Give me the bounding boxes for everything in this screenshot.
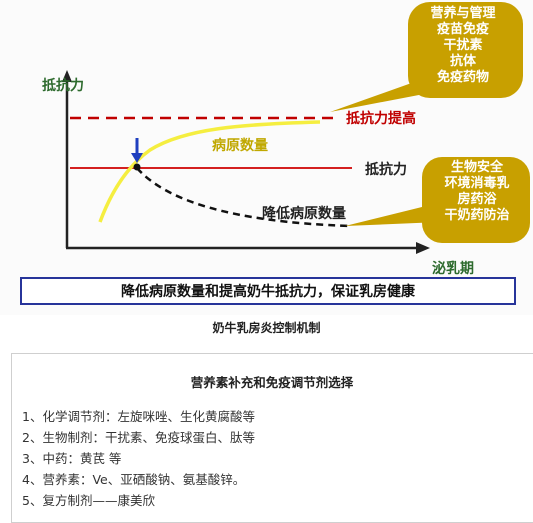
bubble-bottom-text: 生物安全环境消毒乳房药浴干奶药防治 — [422, 160, 532, 224]
raised-resistance-label: 抵抗力提高 — [346, 111, 416, 127]
list-item: 2、生物制剂：干扰素、免疫球蛋白、肽等 — [22, 430, 255, 445]
bubble-line: 免疫药物 — [436, 70, 489, 85]
mastitis-control-diagram: 营养与管理疫苗免疫干扰素抗体免疫药物 生物安全环境消毒乳房药浴干奶药防治 抵抗力… — [20, 2, 532, 305]
summary-banner: 降低病原数量和提高奶牛抵抗力，保证乳房健康 — [20, 277, 516, 305]
panel-title: 营养素补充和免疫调节剂选择 — [190, 375, 354, 390]
pathogen-curve — [98, 120, 321, 223]
y-axis-label: 抵抗力 — [42, 78, 84, 94]
list-item: 3、中药：黄芪 等 — [22, 451, 122, 466]
reduce-pathogen-label: 降低病原数量 — [262, 206, 346, 222]
list-item: 4、营养素：Ve、亚硒酸钠、氨基酸锌。 — [22, 472, 246, 487]
list-item: 5、复方制剂——康美欣 — [22, 493, 155, 508]
pathogen-count-label: 病原数量 — [212, 138, 268, 154]
bubble-bottom-shape — [345, 157, 530, 243]
reduced-pathogen-curve — [136, 167, 351, 228]
intersection-point — [133, 163, 141, 171]
y-axis-arrow — [62, 70, 72, 82]
list-item: 1、化学调节剂：左旋咪唑、生化黄腐酸等 — [22, 409, 255, 424]
figure-caption: 奶牛乳房炎控制机制 — [212, 321, 321, 335]
bubble-line: 干奶药防治 — [444, 208, 510, 223]
bubble-line: 抗体 — [449, 54, 476, 69]
x-axis-label: 泌乳期 — [432, 261, 474, 277]
supplement-list: 1、化学调节剂：左旋咪唑、生化黄腐酸等 2、生物制剂：干扰素、免疫球蛋白、肽等 … — [22, 406, 255, 511]
bubble-line: 疫苗免疫 — [436, 22, 489, 37]
summary-text: 降低病原数量和提高奶牛抵抗力，保证乳房健康 — [121, 284, 415, 300]
bubble-line: 干扰素 — [443, 38, 483, 53]
bubble-line: 环境消毒乳 — [444, 176, 510, 191]
resistance-label: 抵抗力 — [365, 162, 407, 178]
bubble-top-text: 营养与管理疫苗免疫干扰素抗体免疫药物 — [408, 6, 518, 86]
bubble-top-shape — [330, 2, 523, 112]
diagram-canvas — [62, 2, 530, 254]
supplement-panel: 营养素补充和免疫调节剂选择 1、化学调节剂：左旋咪唑、生化黄腐酸等 2、生物制剂… — [11, 353, 533, 523]
down-arrow-head — [131, 153, 143, 163]
bubble-line: 房药浴 — [457, 192, 497, 207]
x-axis-arrow — [416, 242, 430, 254]
bubble-line: 生物安全 — [450, 160, 503, 175]
bubble-line: 营养与管理 — [430, 6, 496, 21]
